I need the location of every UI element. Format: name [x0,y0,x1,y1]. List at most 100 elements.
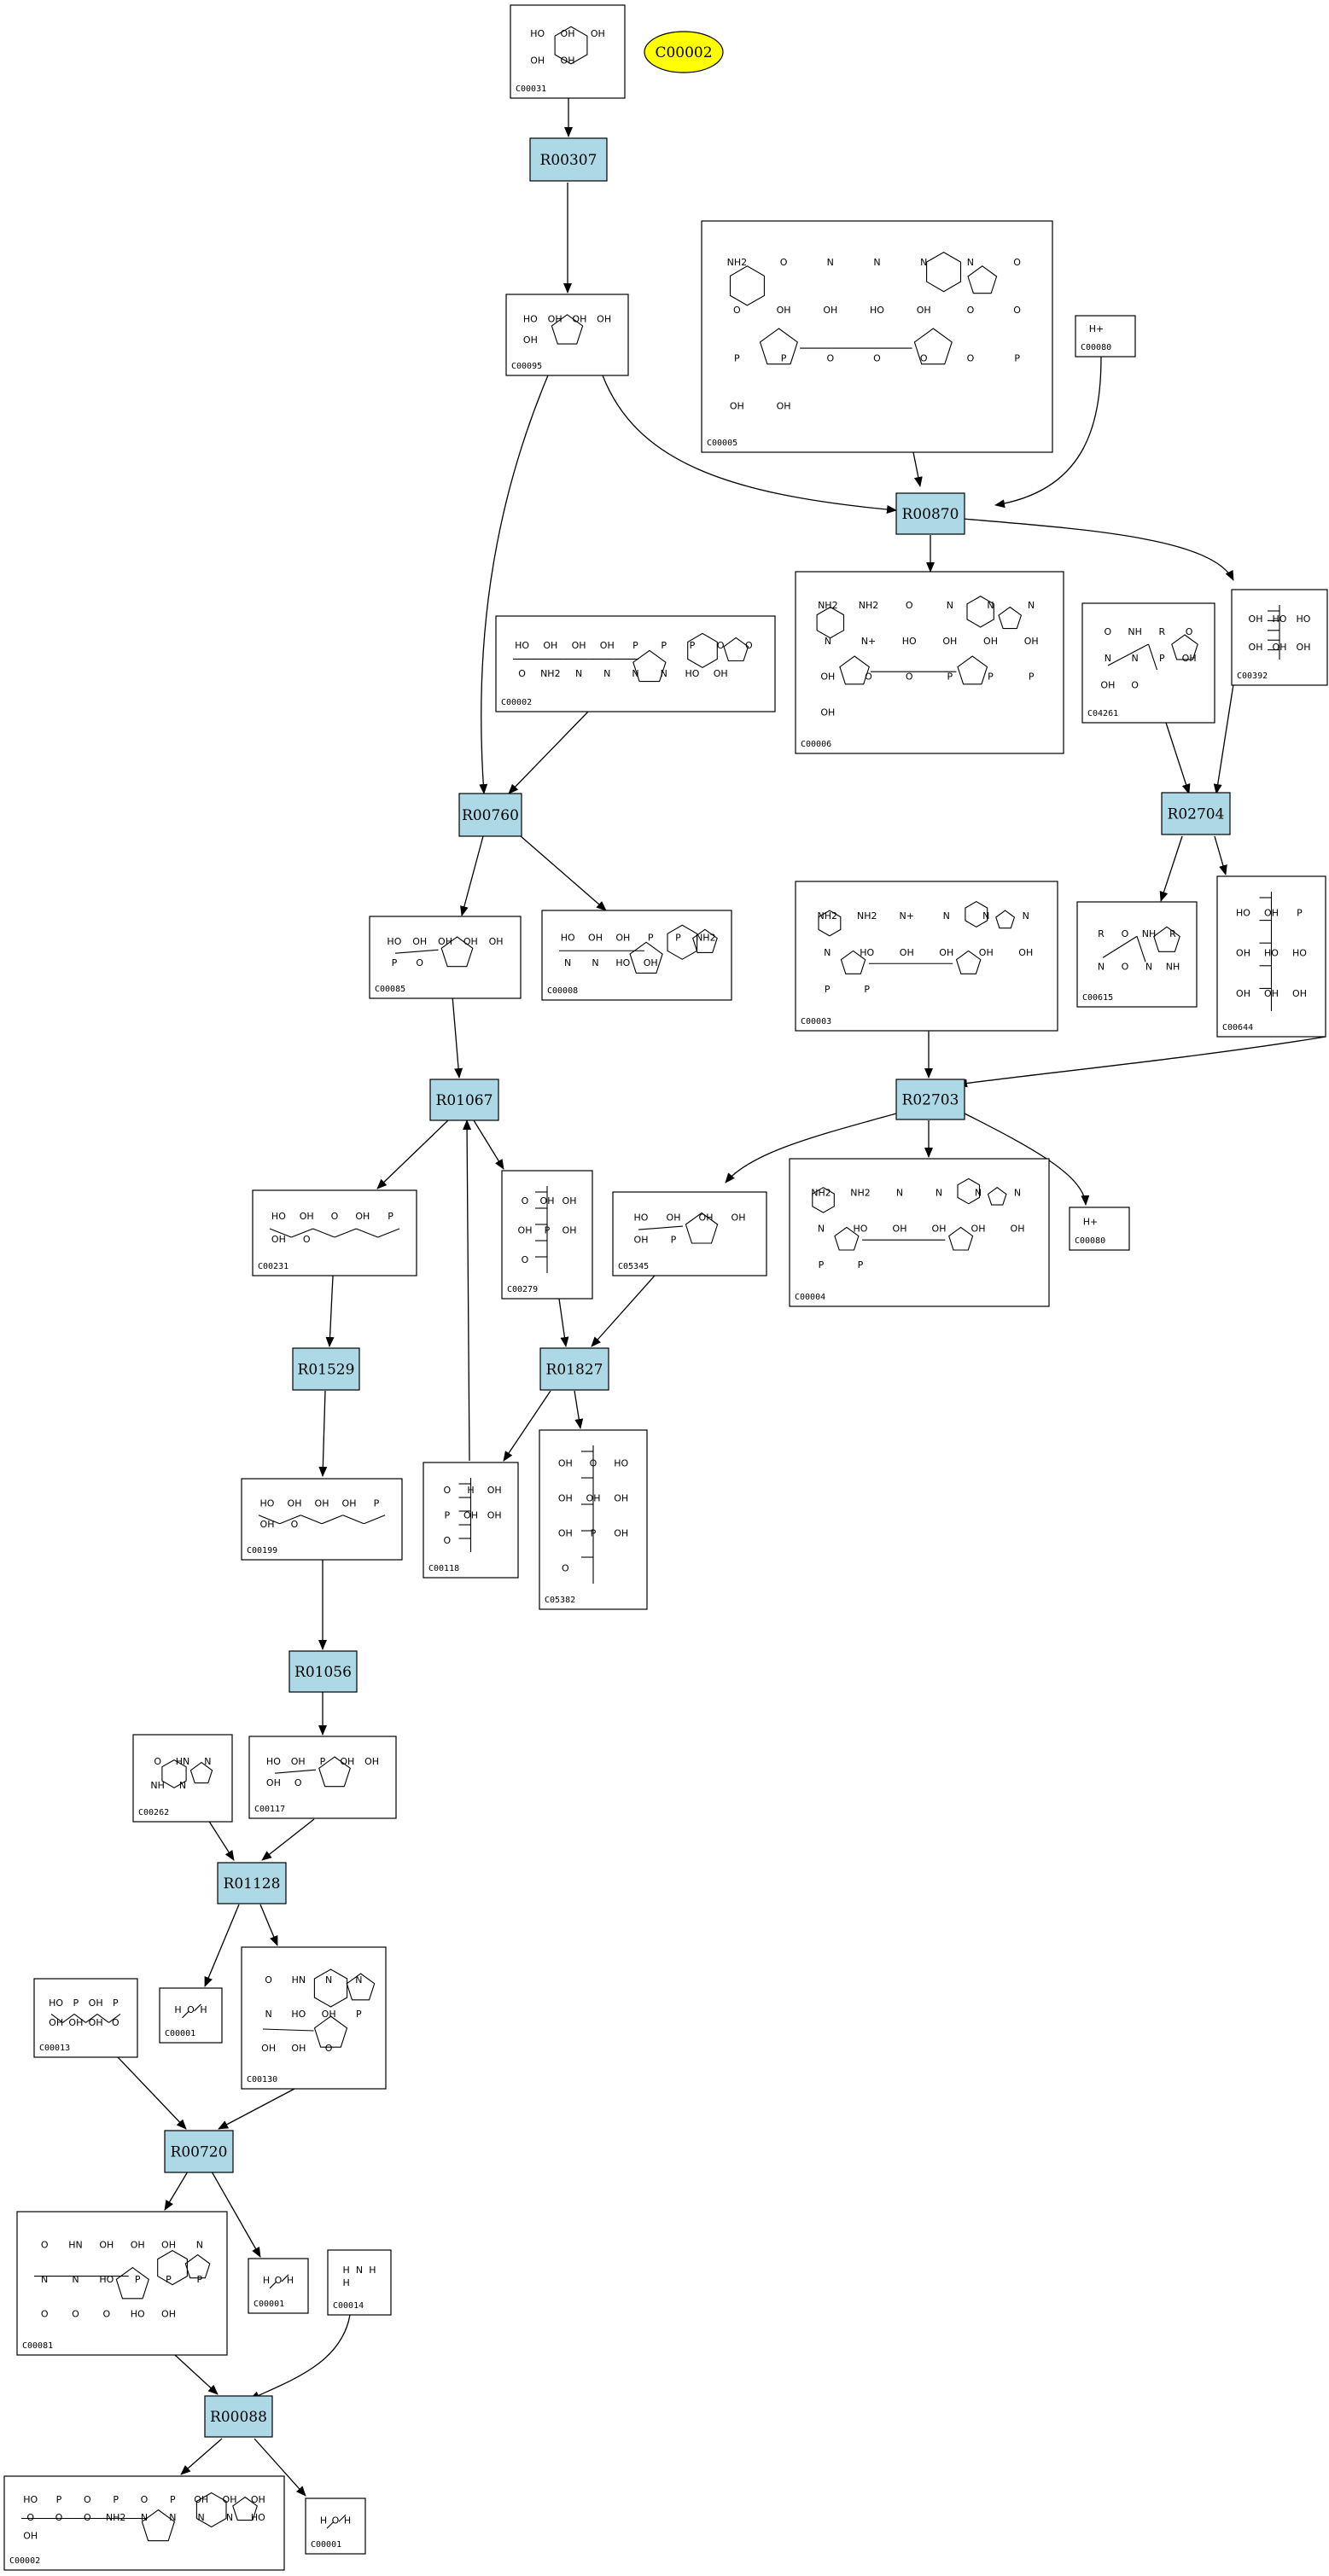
start-compound-node[interactable]: C00002 [644,31,724,73]
atom-label: NH2 [857,910,877,922]
atom-label: HO [131,2309,145,2320]
atom-label: NH2 [818,600,838,611]
atom-label: P [56,2494,62,2505]
reaction-node-r01529[interactable]: R01529 [292,1347,360,1391]
atom-label: NH [1166,962,1180,973]
reaction-node-r02703[interactable]: R02703 [895,1079,965,1120]
atom-label: R [1098,928,1105,939]
reaction-node-r01128[interactable]: R01128 [217,1862,287,1904]
atom-label: OH [732,1212,746,1224]
atom-label: HO [387,936,401,947]
edge [574,1390,584,1429]
structure-diagram [581,1445,594,1584]
reaction-node-r00307[interactable]: R00307 [529,137,608,182]
structure-diagram [182,2003,201,2019]
atom-label: HO [49,1997,63,2009]
edge [1213,683,1234,794]
reaction-label: R00088 [210,2409,267,2426]
atom-label: OH [548,314,562,325]
atom-label: O [141,2494,149,2505]
edge [479,375,549,794]
reaction-node-r00760[interactable]: R00760 [458,793,522,837]
reaction-node-r00870[interactable]: R00870 [895,492,965,535]
structure-diagram [535,1186,548,1273]
atom-label: N [936,1187,942,1198]
compound-node-c00080[interactable]: H+C00080 [1069,1207,1130,1251]
structure-diagram [262,1968,376,2048]
reaction-node-r01067[interactable]: R01067 [429,1079,499,1121]
atom-label: P [197,2274,203,2285]
atom-label: H+ [1089,323,1105,334]
reaction-node-r00088[interactable]: R00088 [204,2395,273,2438]
reaction-label: R00307 [540,152,597,169]
atom-label: N [356,2265,363,2276]
atom-label: P [320,1756,326,1767]
structure-diagram [818,900,1016,974]
edge [508,710,590,794]
atom-label: N [632,668,638,679]
atom-label: N [975,1187,982,1198]
reaction-node-r01056[interactable]: R01056 [289,1650,358,1693]
atom-label: P [113,1997,119,2009]
atom-label: P [591,1528,597,1539]
compound-node-c00080[interactable]: H+C00080 [1075,315,1136,358]
atom-label: HO [515,640,529,651]
atom-label: OH [561,55,575,66]
atom-label: O [303,1234,311,1245]
atom-label: N [873,257,880,268]
atom-label: HO [23,2494,38,2505]
atom-label: OH [223,2494,237,2505]
atom-label: H [343,2277,350,2288]
atom-label: O [780,257,788,268]
reaction-node-r02704[interactable]: R02704 [1161,792,1231,835]
atom-label: NH2 [850,1187,871,1198]
atom-label: H [467,1485,474,1496]
atom-label: OH [971,1224,986,1235]
atom-label: NH [150,1780,165,1791]
edge [591,1275,656,1347]
atom-label: OH [23,2530,38,2541]
reaction-node-r00720[interactable]: R00720 [164,2130,234,2173]
reaction-node-r01827[interactable]: R01827 [539,1347,609,1391]
atom-label: P [135,2274,141,2285]
atom-label: NH2 [540,668,561,679]
edge [520,835,607,911]
